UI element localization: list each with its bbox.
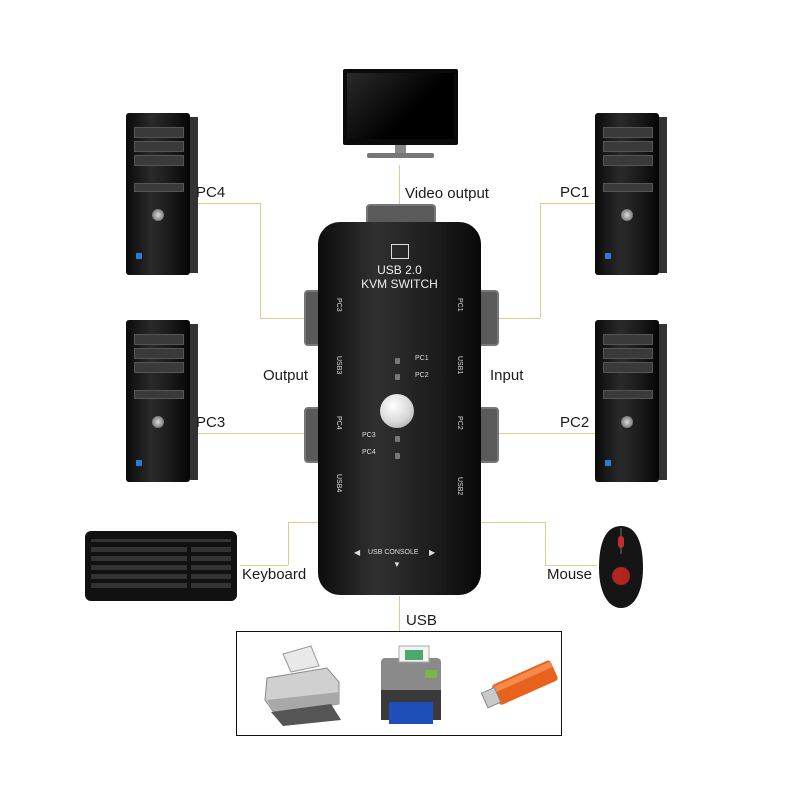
port-label-usb1: USB1 <box>456 356 463 375</box>
kvm-logo-icon <box>391 244 409 259</box>
kvm-switch-device: USB 2.0 KVM SWITCH PC3 USB3 PC4 USB4 PC1… <box>318 222 481 595</box>
led-label-pc4: PC4 <box>362 449 376 456</box>
led-label-pc1: PC1 <box>415 355 429 362</box>
line-pc4-h <box>196 203 260 204</box>
monitor-icon <box>343 69 458 159</box>
label-pc3: PC3 <box>196 414 226 431</box>
line-pc1-v <box>540 203 541 318</box>
line-pc2 <box>492 433 596 434</box>
port-label-usb3: USB3 <box>335 356 342 375</box>
tower-pc-icon <box>126 113 198 275</box>
photo-printer-icon <box>381 645 441 724</box>
usb-console-label: USB CONSOLE <box>368 549 419 556</box>
line-monitor-to-kvm <box>399 165 400 210</box>
led-label-pc3: PC3 <box>362 432 376 439</box>
led-label-pc2: PC2 <box>415 372 429 379</box>
label-pc1: PC1 <box>560 184 590 201</box>
label-video-output: Video output <box>405 185 489 202</box>
led-pc3 <box>395 436 400 442</box>
port-label-pc3: PC3 <box>335 298 342 312</box>
label-output: Output <box>263 367 309 384</box>
label-input: Input <box>490 367 524 384</box>
label-usb: USB <box>406 612 437 629</box>
line-pc3 <box>196 433 306 434</box>
line-pc1-to-port <box>492 318 540 319</box>
port-label-pc1: PC1 <box>456 298 463 312</box>
port-label-usb2: USB2 <box>456 477 463 496</box>
tower-pc-icon <box>595 113 667 275</box>
line-keyboard-h <box>240 565 288 566</box>
label-pc2: PC2 <box>560 414 590 431</box>
switch-button[interactable] <box>380 394 414 428</box>
line-pc4-to-port <box>260 318 306 319</box>
mouse-icon <box>599 526 643 608</box>
down-arrow-icon: ▼ <box>393 560 401 569</box>
tower-pc-icon <box>595 320 667 482</box>
left-arrow-icon: ◀ <box>354 548 361 557</box>
right-arrow-icon: ▶ <box>429 548 436 557</box>
inkjet-printer-icon <box>264 645 341 726</box>
port-label-pc2: PC2 <box>456 416 463 430</box>
line-keyboard-v <box>288 522 289 565</box>
label-pc4: PC4 <box>196 184 226 201</box>
led-pc4 <box>395 453 400 459</box>
kvm-title-line1: USB 2.0 <box>377 263 422 277</box>
line-keyboard-to-kvm <box>288 522 318 523</box>
line-kvm-to-usb-devices <box>399 596 400 632</box>
keyboard-icon <box>85 531 237 601</box>
line-pc4-v <box>260 203 261 318</box>
kvm-title-line2: KVM SWITCH <box>361 277 438 291</box>
line-mouse-v <box>545 522 546 565</box>
led-pc1 <box>395 358 400 364</box>
line-pc1-h <box>540 203 595 204</box>
label-mouse: Mouse <box>547 566 593 583</box>
tower-pc-icon <box>126 320 198 482</box>
usb-stick-icon <box>481 660 558 709</box>
line-mouse-to-kvm <box>481 522 545 523</box>
label-keyboard: Keyboard <box>242 566 307 583</box>
port-label-pc4: PC4 <box>335 416 342 430</box>
line-mouse-h <box>545 565 597 566</box>
usb-devices-box <box>236 631 562 736</box>
led-pc2 <box>395 374 400 380</box>
port-label-usb4: USB4 <box>335 474 342 493</box>
